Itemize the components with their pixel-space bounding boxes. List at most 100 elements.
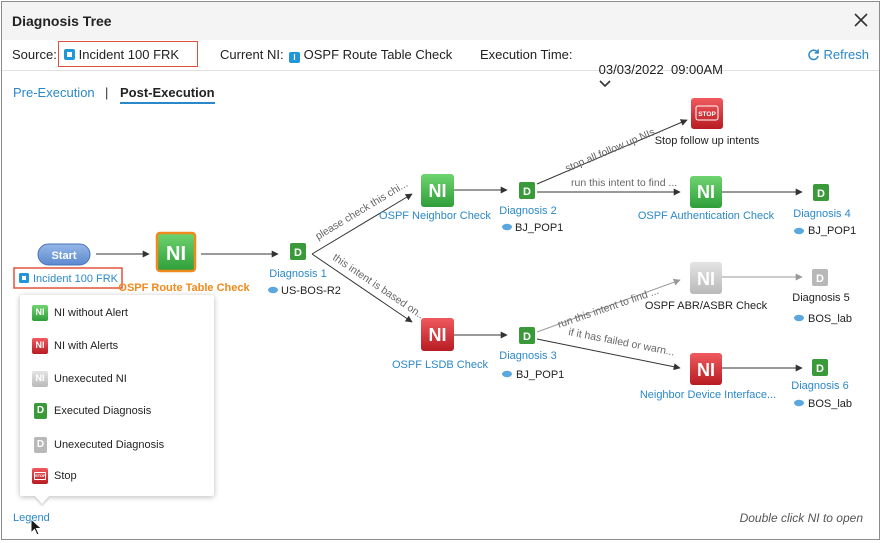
diagnosis-icon-text: D: [523, 331, 531, 343]
legend-label: Stop: [54, 470, 77, 482]
mouse-cursor-icon: [30, 518, 43, 536]
edge-label-failed: if it has failed or warn...: [567, 326, 675, 358]
ni-label-ospf-lsdb: OSPF LSDB Check: [392, 359, 488, 371]
device-icon: [794, 227, 804, 235]
ni-gray-icon: NI: [32, 371, 48, 387]
legend-link[interactable]: Legend: [13, 512, 50, 524]
execution-time-select[interactable]: 03/03/2022 09:00AM: [577, 47, 723, 107]
diagnosis-label-6: Diagnosis 6: [791, 380, 848, 392]
device-label-2: BJ_POP1: [515, 222, 563, 234]
legend-label: Unexecuted NI: [54, 373, 127, 385]
tab-separator: |: [105, 85, 109, 100]
ni-icon-text: NI: [166, 243, 186, 265]
close-icon[interactable]: [851, 10, 871, 30]
device-label-4: BJ_POP1: [808, 225, 856, 237]
ni-icon-text: NI: [429, 325, 447, 345]
ni-icon: I: [289, 52, 300, 63]
source-highlight: [58, 41, 198, 67]
diagnosis-green-icon: D: [34, 403, 47, 419]
start-label: Start: [51, 250, 76, 262]
ni-label-neighbor-device-interface: Neighbor Device Interface...: [640, 389, 776, 401]
stop-icon-text: STOP: [698, 111, 716, 118]
incident-label: Incident 100 FRK: [33, 273, 119, 285]
diagnosis-node-1[interactable]: D Diagnosis 1 US-BOS-R2: [268, 243, 341, 297]
device-label-1: US-BOS-R2: [281, 285, 341, 297]
device-icon: [502, 223, 512, 231]
tab-post-execution[interactable]: Post-Execution: [120, 85, 215, 104]
ni-node-ospf-authentication[interactable]: NI OSPF Authentication Check: [638, 176, 775, 222]
ni-icon-text: NI: [697, 182, 715, 202]
diagnosis-node-3[interactable]: D Diagnosis 3 BJ_POP1: [499, 327, 564, 381]
edge-label-based: this intent is based on...: [330, 252, 428, 324]
refresh-button[interactable]: Refresh: [807, 47, 869, 62]
diagnosis-icon-text: D: [523, 186, 531, 198]
ni-label-ospf-neighbor: OSPF Neighbor Check: [379, 210, 491, 222]
diagnosis-label-2: Diagnosis 2: [499, 205, 556, 217]
ni-node-ospf-route-table[interactable]: NI OSPF Route Table Check: [118, 231, 250, 294]
diagnosis-node-5[interactable]: D Diagnosis 5 BOS_lab: [792, 269, 852, 325]
device-label-3: BJ_POP1: [516, 369, 564, 381]
current-ni-value-text: OSPF Route Table Check: [303, 47, 453, 62]
legend-label: NI without Alert: [54, 307, 128, 319]
device-label-5: BOS_lab: [808, 313, 852, 325]
device-icon: [794, 399, 804, 407]
start-node[interactable]: Start: [37, 243, 91, 266]
dialog-title: Diagnosis Tree: [12, 13, 112, 29]
tree-edges: [96, 119, 803, 372]
legend-panel: NI NI without Alert NI NI with Alerts NI…: [20, 295, 214, 496]
execution-time-label: Execution Time:: [480, 47, 573, 62]
edge-label-stop: stop all follow up NIs...: [563, 123, 664, 175]
double-click-hint: Double click NI to open: [739, 511, 863, 525]
diagnosis-icon-text: D: [816, 363, 824, 375]
diagnosis-icon-text: D: [294, 247, 302, 259]
incident-icon: [64, 49, 75, 60]
ni-node-ospf-lsdb[interactable]: NI OSPF LSDB Check: [392, 318, 488, 371]
current-ni-value: I OSPF Route Table Check: [289, 47, 452, 63]
tab-pre-execution[interactable]: Pre-Execution: [13, 85, 95, 100]
chevron-down-icon: [599, 80, 611, 88]
ni-node-ospf-abr-asbr[interactable]: NI OSPF ABR/ASBR Check: [645, 262, 768, 312]
device-icon: [502, 370, 512, 378]
diagnosis-node-2[interactable]: D Diagnosis 2 BJ_POP1: [499, 182, 563, 234]
info-bar: Source: Incident 100 FRK Current NI: I O…: [2, 40, 879, 88]
stop-node[interactable]: STOP Stop follow up intents: [655, 98, 760, 147]
ni-node-neighbor-device-interface[interactable]: NI Neighbor Device Interface...: [640, 353, 776, 401]
legend-label: Unexecuted Diagnosis: [54, 439, 165, 451]
diagnosis-icon-text: D: [816, 273, 824, 285]
diagnosis-label-1: Diagnosis 1: [269, 268, 326, 280]
diagnosis-icon-text: D: [817, 188, 825, 200]
incident-highlight: [13, 267, 123, 289]
current-ni-label: Current NI:: [220, 47, 284, 62]
diagnosis-label-5: Diagnosis 5: [792, 292, 849, 304]
ni-label-ospf-abr-asbr: OSPF ABR/ASBR Check: [645, 300, 768, 312]
diagnosis-node-4[interactable]: D Diagnosis 4 BJ_POP1: [793, 184, 856, 237]
ni-label-ospf-route-table: OSPF Route Table Check: [118, 282, 250, 294]
device-icon: [268, 286, 278, 294]
legend-label: NI with Alerts: [54, 340, 119, 352]
device-label-6: BOS_lab: [808, 398, 852, 410]
execution-time-value: 03/03/2022 09:00AM: [598, 62, 723, 77]
ni-icon-text: NI: [429, 181, 447, 201]
diagnosis-label-3: Diagnosis 3: [499, 350, 556, 362]
diagnosis-label-4: Diagnosis 4: [793, 208, 850, 220]
legend-pointer: [35, 496, 49, 504]
source-label: Source:: [12, 47, 57, 62]
ni-label-ospf-authentication: OSPF Authentication Check: [638, 210, 775, 222]
incident-source-node[interactable]: Incident 100 FRK: [13, 267, 123, 289]
diagnosis-gray-icon: D: [34, 437, 47, 453]
stop-label: Stop follow up intents: [655, 135, 760, 147]
diagnosis-node-6[interactable]: D Diagnosis 6 BOS_lab: [791, 359, 852, 410]
ni-node-ospf-neighbor[interactable]: NI OSPF Neighbor Check: [379, 174, 491, 222]
refresh-label: Refresh: [823, 47, 869, 62]
device-icon: [794, 314, 804, 322]
ni-icon-text: NI: [697, 360, 715, 380]
source-value-text: Incident 100 FRK: [78, 47, 180, 62]
source-value[interactable]: Incident 100 FRK: [64, 47, 179, 62]
ni-red-icon: NI: [32, 338, 48, 354]
refresh-icon: [808, 49, 819, 61]
ni-icon-text: NI: [697, 269, 715, 289]
ni-green-icon: NI: [32, 305, 48, 321]
stop-icon: STOP: [32, 468, 48, 484]
